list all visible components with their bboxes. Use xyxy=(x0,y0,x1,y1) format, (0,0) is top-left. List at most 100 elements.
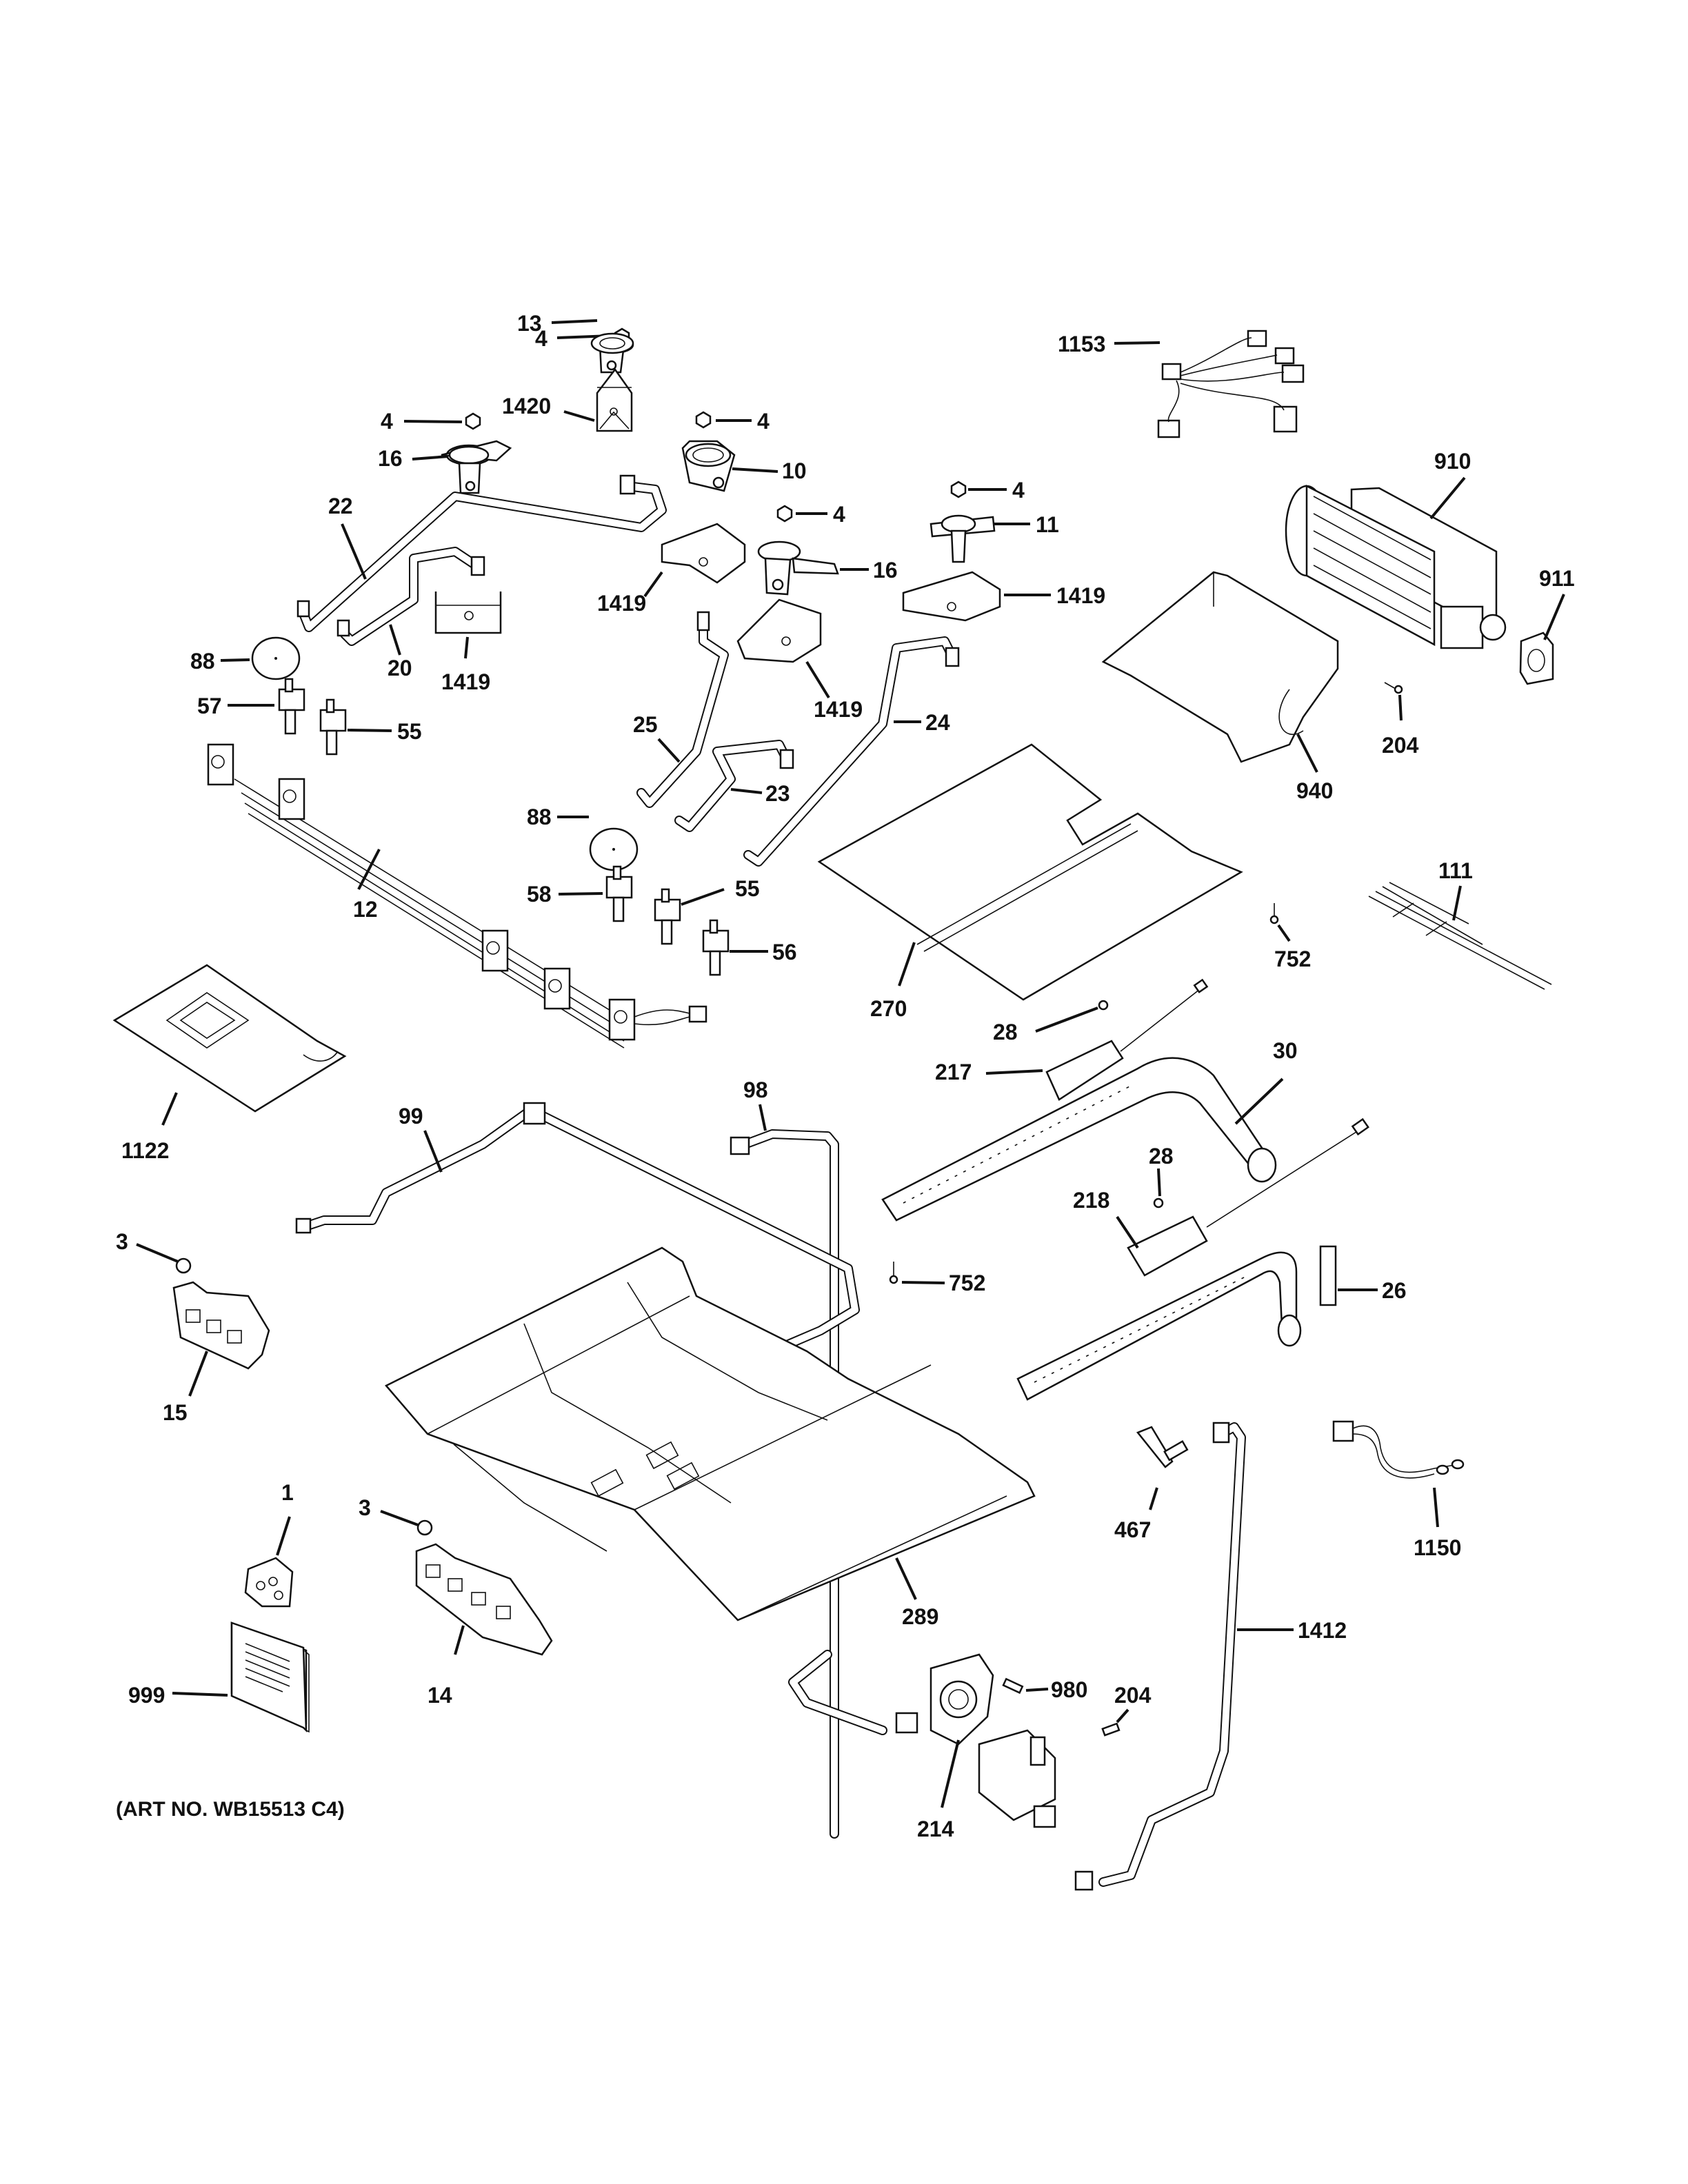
callout-88: 88 xyxy=(527,805,552,829)
callout-28: 28 xyxy=(1149,1144,1174,1169)
part-burner-baffle-289[interactable]: 289 xyxy=(385,1246,1036,1629)
part-valve-57[interactable]: 57 xyxy=(197,678,305,735)
callout-289: 289 xyxy=(902,1604,938,1629)
part-screw-204b[interactable]: 204 xyxy=(1101,1683,1152,1737)
part-nut-4d[interactable]: 4 xyxy=(776,502,845,527)
callout-3: 3 xyxy=(359,1495,371,1520)
part-burner-shield-1419b[interactable]: 1419 xyxy=(597,523,746,616)
callout-15: 15 xyxy=(163,1400,188,1425)
part-nut-4c[interactable]: 4 xyxy=(695,409,770,434)
part-bracket-14[interactable]: 14 xyxy=(415,1543,553,1708)
part-gas-tube-25[interactable]: 25 xyxy=(633,611,729,808)
part-wire-harness-1150[interactable]: 1150 xyxy=(1332,1420,1465,1560)
part-screw-28b[interactable]: 28 xyxy=(1149,1144,1174,1209)
callout-4: 4 xyxy=(535,326,547,351)
callout-4: 4 xyxy=(381,409,393,434)
callout-12: 12 xyxy=(353,897,378,922)
part-bracket-15[interactable]: 15 xyxy=(163,1281,270,1425)
part-gas-tube-20[interactable]: 20 xyxy=(336,547,485,680)
part-burner-head-16b[interactable]: 16 xyxy=(757,540,898,596)
callout-98: 98 xyxy=(743,1078,768,1102)
part-burner-shield-1419c[interactable]: 1419 xyxy=(736,598,863,722)
part-manual-999[interactable]: 999 xyxy=(128,1621,310,1733)
part-manifold-switch-assembly-12[interactable]: 12 xyxy=(207,743,707,1049)
part-wire-harness-111[interactable]: 111 xyxy=(1368,858,1552,990)
callout-58: 58 xyxy=(527,882,552,907)
part-valve-55a[interactable]: 55 xyxy=(319,698,422,756)
callout-14: 14 xyxy=(428,1683,452,1708)
callout-467: 467 xyxy=(1114,1517,1151,1542)
callout-56: 56 xyxy=(772,940,797,964)
callout-999: 999 xyxy=(128,1683,165,1708)
part-screw-752a[interactable]: 752 xyxy=(1269,903,1311,971)
part-nut-3a[interactable]: 3 xyxy=(116,1229,192,1274)
callout-1412: 1412 xyxy=(1298,1618,1347,1643)
part-regulator-valve-214[interactable]: 214 xyxy=(788,1650,1056,1841)
callout-30: 30 xyxy=(1273,1038,1298,1063)
part-igniter-217[interactable]: 217 xyxy=(935,978,1209,1101)
part-burner-shield-1419a[interactable]: 1419 xyxy=(434,592,502,694)
callout-752: 752 xyxy=(949,1271,985,1295)
callout-4: 4 xyxy=(757,409,770,434)
callout-16: 16 xyxy=(873,558,898,583)
part-blower-fan-910[interactable]: 910 xyxy=(1285,449,1507,649)
part-disc-88a[interactable]: 88 xyxy=(190,636,301,680)
part-plate-1122[interactable]: 1122 xyxy=(112,964,347,1163)
callout-204: 204 xyxy=(1382,733,1419,758)
part-wire-harness-1153[interactable]: 1153 xyxy=(1058,330,1305,438)
part-burner-head-16a[interactable]: 16 xyxy=(378,440,512,494)
part-shield-plate-270[interactable]: 270 xyxy=(817,743,1243,1021)
part-nut-4b[interactable]: 4 xyxy=(381,409,481,434)
part-gas-tube-23[interactable]: 23 xyxy=(674,740,794,832)
part-gas-tube-22[interactable]: 22 xyxy=(297,474,667,632)
part-burner-head-11[interactable]: 11 xyxy=(930,512,1059,563)
part-orifice-467[interactable]: 467 xyxy=(1114,1426,1189,1542)
part-burner-head-10[interactable]: 10 xyxy=(681,440,807,492)
callout-4: 4 xyxy=(1012,478,1025,503)
callout-940: 940 xyxy=(1296,778,1333,803)
part-valve-56[interactable]: 56 xyxy=(702,919,797,976)
callout-28: 28 xyxy=(993,1020,1018,1044)
callout-88: 88 xyxy=(190,649,215,674)
part-gas-tube-24[interactable]: 24 xyxy=(743,636,960,867)
callout-55: 55 xyxy=(397,719,422,744)
part-burner-head-13[interactable]: 13 xyxy=(517,311,634,374)
part-nut-4e[interactable]: 4 xyxy=(950,478,1025,503)
part-bracket-911[interactable]: 911 xyxy=(1519,566,1575,685)
part-screw-204a[interactable]: 204 xyxy=(1382,682,1419,758)
part-burner-tube-30[interactable]: 30 xyxy=(881,1038,1298,1222)
callout-22: 22 xyxy=(328,494,353,518)
callout-980: 980 xyxy=(1051,1677,1087,1702)
part-screw-752b[interactable]: 752 xyxy=(889,1262,985,1295)
callout-10: 10 xyxy=(782,458,807,483)
part-hardware-bag-1[interactable]: 1 xyxy=(244,1480,294,1608)
part-disc-88b[interactable]: 88 xyxy=(527,805,639,871)
part-burner-shield-1420[interactable]: 1420 xyxy=(502,367,633,432)
callout-11: 11 xyxy=(1036,512,1059,537)
part-burner-tube-26[interactable]: 26 xyxy=(1016,1245,1407,1401)
callout-20: 20 xyxy=(388,656,412,680)
callout-911: 911 xyxy=(1539,566,1575,591)
part-screw-28a[interactable]: 28 xyxy=(993,1000,1109,1044)
part-valve-58[interactable]: 58 xyxy=(527,865,633,922)
part-gas-tube-1412[interactable]: 1412 xyxy=(1074,1422,1347,1891)
callout-270: 270 xyxy=(870,996,907,1021)
callout-24: 24 xyxy=(925,710,950,735)
callout-1419: 1419 xyxy=(597,591,646,616)
callout-218: 218 xyxy=(1073,1188,1109,1213)
callout-1419: 1419 xyxy=(814,697,863,722)
part-nut-3b[interactable]: 3 xyxy=(359,1495,433,1536)
part-burner-shield-1419d[interactable]: 1419 xyxy=(902,571,1105,622)
part-valve-55b[interactable]: 55 xyxy=(654,876,760,945)
callout-204: 204 xyxy=(1114,1683,1152,1708)
callout-99: 99 xyxy=(399,1104,423,1129)
callout-1420: 1420 xyxy=(502,394,551,418)
callout-16: 16 xyxy=(378,446,403,471)
callout-1122: 1122 xyxy=(121,1138,169,1163)
part-screw-980[interactable]: 980 xyxy=(1002,1677,1087,1702)
part-duct-940[interactable]: 940 xyxy=(1101,571,1339,803)
callout-55: 55 xyxy=(735,876,760,901)
callout-111: 111 xyxy=(1438,858,1473,883)
part-igniter-218[interactable]: 218 xyxy=(1073,1118,1369,1277)
